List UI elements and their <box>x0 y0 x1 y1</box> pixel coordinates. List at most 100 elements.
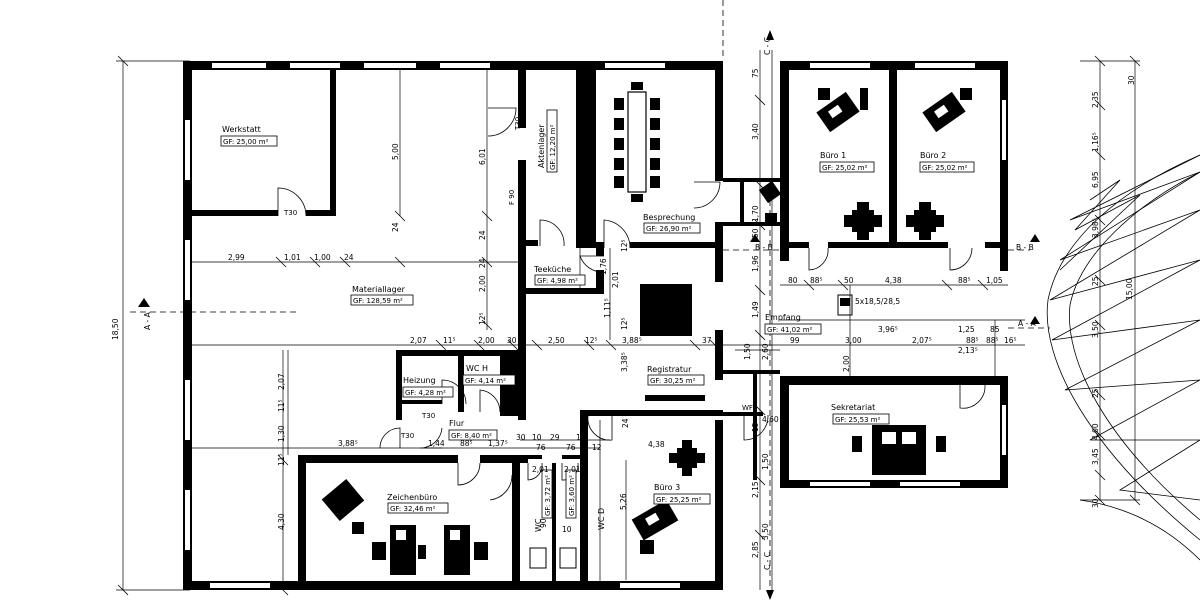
dimension: 2,07⁵ <box>912 336 932 345</box>
dimension: 10 <box>562 525 572 534</box>
dimension: 2,01 <box>564 465 581 474</box>
room-name: Büro 1 <box>820 151 846 160</box>
dimension: 24 <box>478 230 487 240</box>
room-name: Aktenlager <box>537 124 546 168</box>
dimension: 4,00 <box>1091 423 1100 440</box>
dimension: 2,00 <box>478 275 487 292</box>
dimension: 4,60 <box>762 415 779 424</box>
dimension: 30 <box>1091 498 1100 508</box>
dimension: 76 <box>566 443 576 452</box>
dimension: 11⁵ <box>277 453 286 466</box>
room-name: Teeküche <box>533 265 571 274</box>
room-label-besprechung: Besprechung GF: 26,90 m² <box>643 213 701 234</box>
dimension: 15,00 <box>1125 278 1134 300</box>
dimension: 2,00 <box>478 336 495 345</box>
dimension: 1,05 <box>986 276 1003 285</box>
section-labels: A - A A - A B - B B - B C - C C - C <box>143 37 1037 570</box>
dimension: 29 <box>550 433 560 442</box>
room-label-teekueche: Teeküche GF: 4,98 m² <box>533 265 586 286</box>
dimension: 1,11⁵ <box>603 298 612 318</box>
section-markers <box>138 30 1040 600</box>
room-label-aktenlager: Aktenlager GF: 12,20 m² <box>537 109 558 173</box>
dimension: 3,45 <box>1091 448 1100 465</box>
dimension: 1,00 <box>314 253 331 262</box>
room-name: Zeichenbüro <box>387 493 437 502</box>
dimension: 2,01 <box>611 271 620 288</box>
dimension: 30 <box>1127 75 1136 85</box>
dimension: 25 <box>1091 276 1100 286</box>
dimension: 50 <box>751 228 760 238</box>
dimension: 25 <box>1091 388 1100 398</box>
dimension: 3,50 <box>1091 321 1100 338</box>
dimension: 80 <box>788 276 798 285</box>
dimension: 1,76 <box>599 258 608 275</box>
section-label: C - C <box>763 37 772 55</box>
dimension: 24 <box>391 222 400 232</box>
dimension: 1,44 <box>428 439 445 448</box>
room-area: GF: 4,98 m² <box>537 277 578 285</box>
section-label: A - A <box>143 311 152 330</box>
dimension: 5,00 <box>391 143 400 160</box>
round-table-buero-2 <box>906 202 944 240</box>
door-label: F 90 <box>508 190 516 205</box>
room-name: WC D <box>597 508 606 530</box>
dimension: 1,70 <box>751 205 760 222</box>
dimension: 1,25 <box>958 325 975 334</box>
room-area: GF: 26,90 m² <box>646 225 692 233</box>
desk-buero-2 <box>922 91 966 133</box>
room-label-wch: WC H GF: 4,14 m² <box>462 364 516 386</box>
dimension: 6,95 <box>1091 171 1100 188</box>
dimension: 90 <box>539 518 548 528</box>
dimension: 1,37⁵ <box>488 439 508 448</box>
door-label: T30 <box>421 412 435 420</box>
dimension: 75 <box>751 68 760 78</box>
dimension: 2,07 <box>277 373 286 390</box>
dimension: 10 <box>576 433 586 442</box>
room-label-buero1: Büro 1 GF: 25,02 m² <box>819 151 875 173</box>
dimension: 2,50 <box>548 336 565 345</box>
dimension: 88⁵ <box>986 336 999 345</box>
dimension: 2,99 <box>228 253 245 262</box>
section-label: C - C <box>763 552 772 570</box>
room-label-werkstatt: Werkstatt GF: 25,00 m² <box>220 125 278 147</box>
dimension: 3,50 <box>761 523 770 540</box>
room-name: WC <box>534 518 543 532</box>
room-name: Büro 2 <box>920 151 946 160</box>
dimension: 4,38 <box>885 276 902 285</box>
section-label: A - A <box>1018 319 1037 328</box>
furniture <box>321 82 972 575</box>
dimension: 1,01 <box>284 253 301 262</box>
door-label: T30 <box>400 432 414 440</box>
dimension: 30 <box>516 433 526 442</box>
room-label-flur: Flur GF: 8,40 m² <box>448 419 498 441</box>
room-name: Besprechung <box>643 213 695 222</box>
dimension: 24 <box>621 418 630 428</box>
room-area: GF: 12,20 m² <box>549 124 557 170</box>
dimension: 5x18,5/28,5 <box>855 297 900 306</box>
dimension-lines <box>116 0 1141 600</box>
dimension: 15 <box>751 422 760 432</box>
room-label-sekretariat: Sekretariat GF: 25,53 m² <box>831 403 890 425</box>
room-area: GF: 4,14 m² <box>465 377 506 385</box>
room-label-buero2: Büro 2 GF: 25,02 m² <box>919 151 975 173</box>
room-name: Büro 3 <box>654 483 680 492</box>
dimension: 11⁵ <box>277 399 286 412</box>
section-label: B - B <box>1016 243 1034 252</box>
dimension: 3,88⁵ <box>622 336 642 345</box>
dimension: 88⁵ <box>966 336 979 345</box>
door-label: T30 <box>283 209 297 217</box>
room-area: GF: 30,25 m² <box>650 377 696 385</box>
dimension: 2,60 <box>761 343 770 360</box>
dimension: 12 <box>592 443 602 452</box>
dimension: 3,96⁵ <box>878 325 898 334</box>
room-area: GF: 3,60 m² <box>568 475 576 516</box>
dimension: 88⁵ <box>460 439 473 448</box>
dimension: 12⁵ <box>478 312 487 325</box>
room-area: GF: 32,46 m² <box>390 505 436 513</box>
dimension: 24 <box>478 258 487 268</box>
room-name: Sekretariat <box>831 403 875 412</box>
dimension: 3,98⁵ <box>1091 218 1100 238</box>
dimension: 1,16⁵ <box>1091 132 1100 152</box>
room-label-materiallager: Materiallager GF: 128,59 m² <box>350 285 414 306</box>
